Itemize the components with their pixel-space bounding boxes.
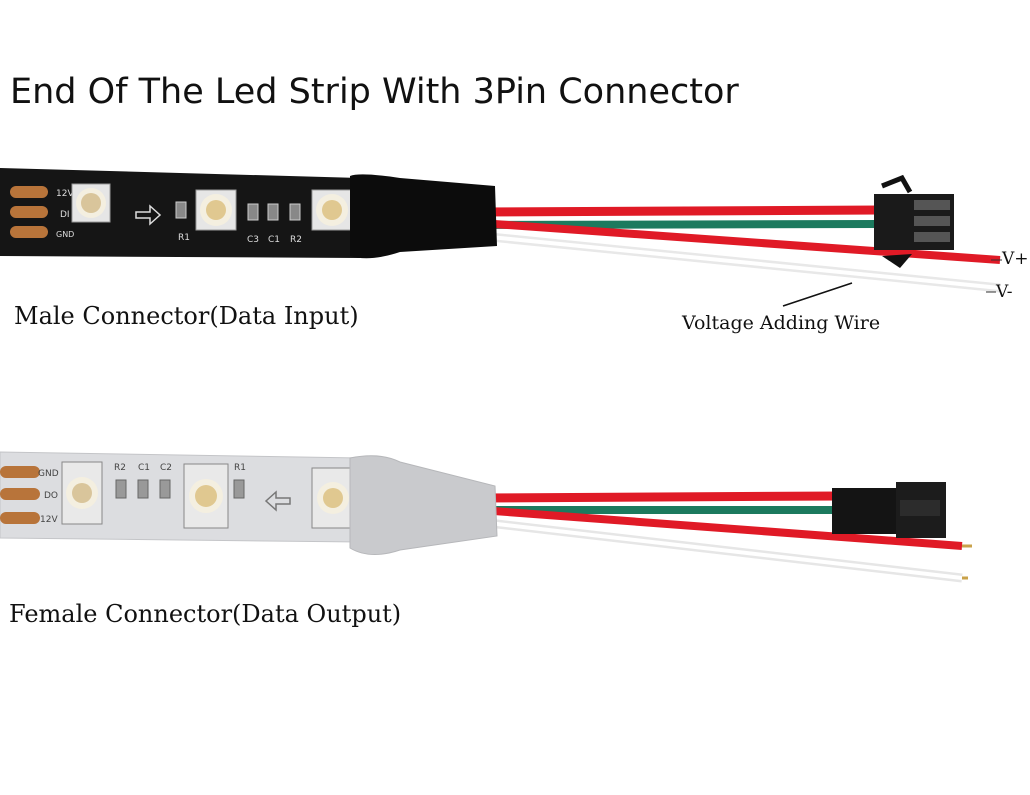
led-chip <box>311 467 355 529</box>
pad-di <box>10 206 48 218</box>
pad-12v <box>0 512 40 524</box>
led-chip <box>61 461 103 525</box>
female-wires <box>479 491 963 583</box>
component-label: C2 <box>160 463 172 473</box>
capacitor <box>267 203 279 221</box>
annotation-pointer-line <box>782 282 853 307</box>
capacitor <box>159 479 171 499</box>
resistor <box>175 201 187 219</box>
component-label: C1 <box>138 463 150 473</box>
male-wires <box>479 205 1001 293</box>
pad-gnd <box>10 226 48 238</box>
pad-do <box>0 488 40 500</box>
component-label: C1 <box>268 235 280 245</box>
led-chip <box>183 463 229 529</box>
resistor <box>289 203 301 221</box>
led-chip <box>311 189 353 231</box>
component-label: R2 <box>290 235 302 245</box>
data-direction-arrow-icon <box>264 490 291 512</box>
pad-label: GND <box>56 230 74 239</box>
heat-shrink-sleeve <box>349 455 498 555</box>
pad-label: GND <box>38 469 59 479</box>
resistor <box>233 479 245 499</box>
capacitor <box>247 203 259 221</box>
component-label: R2 <box>114 463 126 473</box>
pad-label: 12V <box>56 189 74 199</box>
capacitor <box>137 479 149 499</box>
component-label: C3 <box>247 235 259 245</box>
black-led-strip: 12V DI GND <box>0 168 1002 307</box>
pad-12v <box>10 186 48 198</box>
data-direction-arrow-icon <box>135 204 162 226</box>
pad-label: DI <box>60 210 70 220</box>
female-connector-housing <box>832 482 946 538</box>
white-led-strip: GND DO 12V R2 C <box>0 451 972 583</box>
component-label: R1 <box>178 233 190 243</box>
female-connector-caption: Female Connector(Data Output) <box>9 600 402 628</box>
pad-label: DO <box>44 491 58 501</box>
male-connector-caption: Male Connector(Data Input) <box>14 302 359 330</box>
pad-label: 12V <box>40 515 58 525</box>
v-minus-label: V- <box>996 282 1013 302</box>
pad-gnd <box>0 466 40 478</box>
male-connector-housing <box>874 174 954 268</box>
led-chip <box>195 189 237 231</box>
voltage-wire-annotation: Voltage Adding Wire <box>682 312 881 334</box>
v-plus-label: V+ <box>1002 249 1029 269</box>
led-chip <box>71 183 111 223</box>
heat-shrink-sleeve <box>350 174 497 259</box>
resistor <box>115 479 127 499</box>
component-label: R1 <box>234 463 246 473</box>
page-title: End Of The Led Strip With 3Pin Connector <box>10 72 739 112</box>
